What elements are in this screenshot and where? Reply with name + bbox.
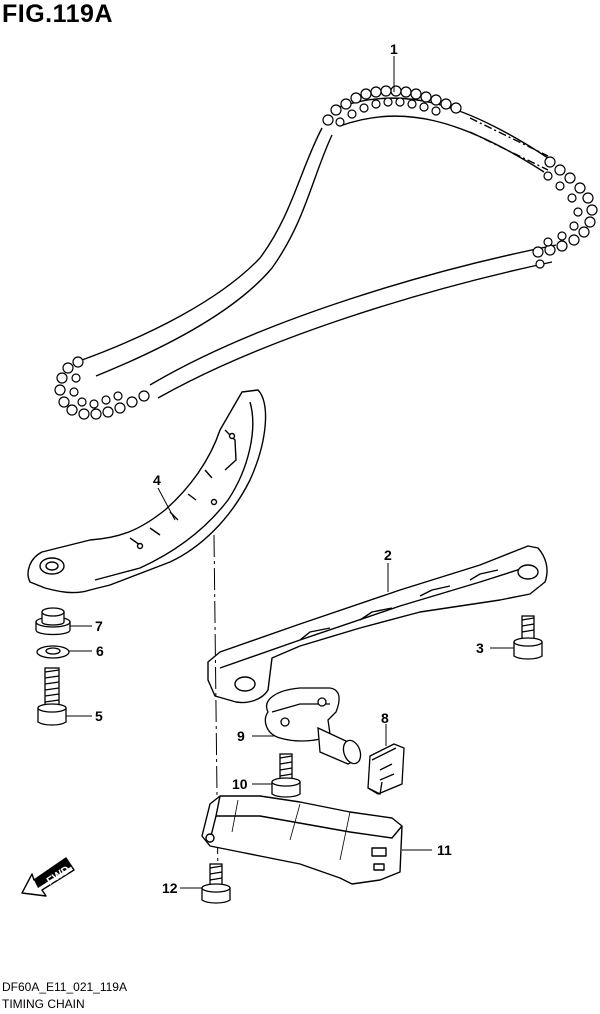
bolt-3: [513, 615, 543, 660]
document-code: DF60A_E11_021_119A: [2, 980, 127, 994]
bolt-12: [201, 863, 231, 904]
callout-10: 10: [232, 776, 248, 792]
callout-7: 7: [95, 618, 103, 634]
chain-links-left: [54, 356, 150, 420]
chain-links-right: [532, 156, 598, 269]
callout-12: 12: [162, 880, 178, 896]
washer-6: [36, 645, 70, 659]
callout-11: 11: [437, 842, 452, 858]
fwd-arrow: FWD: [21, 857, 75, 897]
chain-guide: [207, 545, 548, 704]
callout-4: 4: [153, 472, 161, 488]
callout-2: 2: [384, 547, 392, 563]
callout-6: 6: [96, 643, 104, 659]
bushing-7: [35, 607, 71, 636]
callout-3: 3: [476, 640, 484, 656]
callout-5: 5: [95, 708, 103, 724]
bolt-10: [271, 753, 301, 798]
callout-9: 9: [237, 728, 245, 744]
chain-links-top: [322, 85, 462, 127]
bolt-5: [37, 667, 67, 726]
clip-8: [367, 743, 405, 795]
cover-11: [201, 795, 403, 885]
timing-chain: [81, 97, 557, 399]
callout-1: 1: [390, 41, 398, 57]
figure-title: FIG.119A: [2, 0, 113, 28]
tensioner-9: [264, 687, 362, 765]
figure-name: TIMING CHAIN: [2, 997, 85, 1011]
callout-8: 8: [381, 710, 389, 726]
tensioner-arm: [27, 389, 267, 594]
